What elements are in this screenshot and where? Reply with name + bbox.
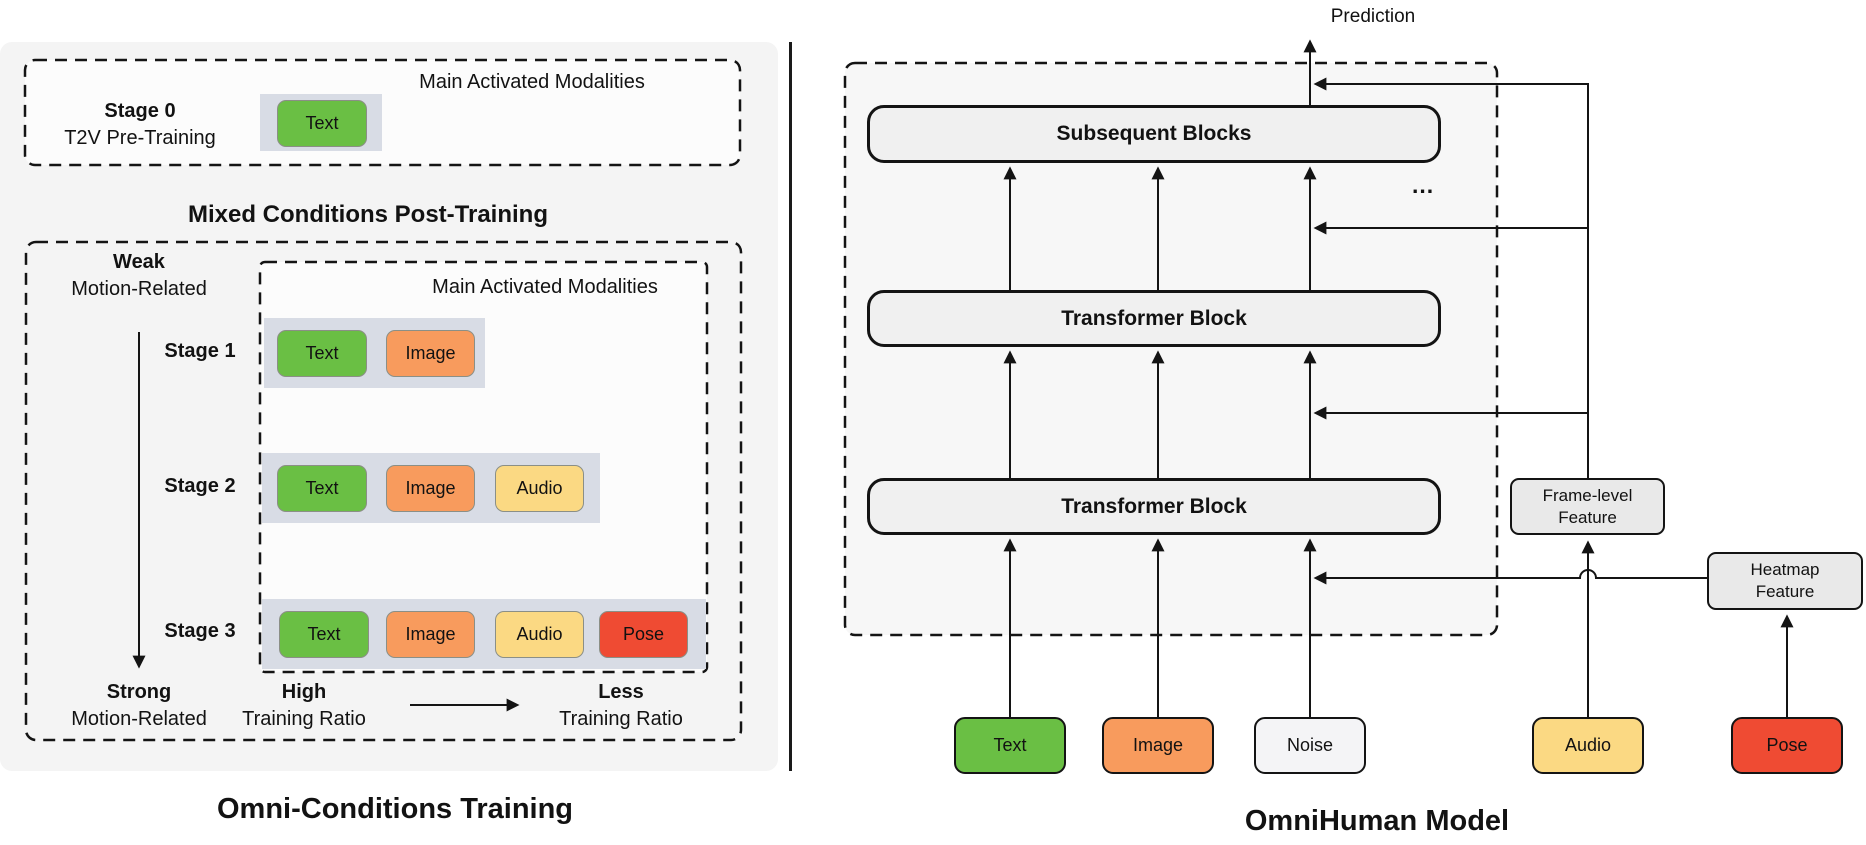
left-panel-title: Omni-Conditions Training xyxy=(216,793,574,825)
stage3-label: Stage 3 xyxy=(164,620,236,642)
input-chip-pose: Pose xyxy=(1731,717,1843,774)
weak-label-bold: Weak xyxy=(113,251,165,273)
heatmap-feature-box: Heatmap Feature xyxy=(1707,552,1863,610)
stage0-label-bold: Stage 0 xyxy=(104,100,176,122)
transformer-block-lower: Transformer Block xyxy=(867,478,1441,535)
modality-chip-image: Image xyxy=(386,465,475,512)
weak-label-sub: Motion-Related xyxy=(71,278,207,300)
modality-chip-text: Text xyxy=(277,465,367,512)
modality-chip-audio: Audio xyxy=(495,611,584,658)
stage0-label: Stage 0 T2V Pre-Training xyxy=(40,98,240,152)
strong-motion-label: Strong Motion-Related xyxy=(39,679,239,733)
input-chip-noise: Noise xyxy=(1254,717,1366,774)
less-label-sub: Training Ratio xyxy=(559,708,683,730)
weak-motion-label: Weak Motion-Related xyxy=(39,249,239,303)
heatmap-feature-line2: Feature xyxy=(1755,582,1815,601)
high-training-ratio-label: High Training Ratio xyxy=(224,679,384,733)
frame-level-feature-box: Frame-level Feature xyxy=(1510,478,1665,535)
panel-divider xyxy=(789,42,792,771)
heatmap-feature-line1: Heatmap xyxy=(1750,560,1820,580)
stage0-box-title: Main Activated Modalities xyxy=(419,71,645,93)
input-chip-text: Text xyxy=(954,717,1066,774)
frame-level-feature-line1: Frame-level xyxy=(1542,485,1633,505)
modality-chip-image: Image xyxy=(386,330,475,377)
modality-chip-image: Image xyxy=(386,611,475,658)
heatmap-connector-arrow xyxy=(1313,569,1707,585)
prediction-label: Prediction xyxy=(1330,6,1416,27)
post-training-heading: Mixed Conditions Post-Training xyxy=(188,201,548,228)
transformer-block-upper: Transformer Block xyxy=(867,290,1441,347)
strong-label-sub: Motion-Related xyxy=(71,708,207,730)
frame-level-feature-line2: Feature xyxy=(1558,507,1617,527)
stage0-label-sub: T2V Pre-Training xyxy=(64,127,216,149)
modality-chip-text: Text xyxy=(277,330,367,377)
input-chip-image: Image xyxy=(1102,717,1214,774)
modality-chip-text: Text xyxy=(277,100,367,147)
high-label-sub: Training Ratio xyxy=(242,708,366,730)
post-training-dashed-box xyxy=(24,240,743,742)
stage0-dashed-box xyxy=(23,58,742,167)
modality-chip-audio: Audio xyxy=(495,465,584,512)
modality-chip-text: Text xyxy=(279,611,369,658)
subsequent-blocks: Subsequent Blocks xyxy=(867,105,1441,163)
less-label-bold: Less xyxy=(598,681,644,703)
strong-label-bold: Strong xyxy=(106,681,172,703)
input-chip-audio: Audio xyxy=(1532,717,1644,774)
modality-chip-pose: Pose xyxy=(599,611,688,658)
stage1-label: Stage 1 xyxy=(164,340,236,362)
inner-box-title: Main Activated Modalities xyxy=(432,276,658,298)
stage2-label: Stage 2 xyxy=(164,475,236,497)
right-panel-title: OmniHuman Model xyxy=(1244,805,1510,837)
flow-arrows xyxy=(132,39,1794,717)
frame-feature-riser-arrow xyxy=(1313,77,1589,478)
less-training-ratio-label: Less Training Ratio xyxy=(541,679,701,733)
ellipsis-label: ... xyxy=(1412,172,1435,198)
high-label-bold: High xyxy=(281,681,327,703)
